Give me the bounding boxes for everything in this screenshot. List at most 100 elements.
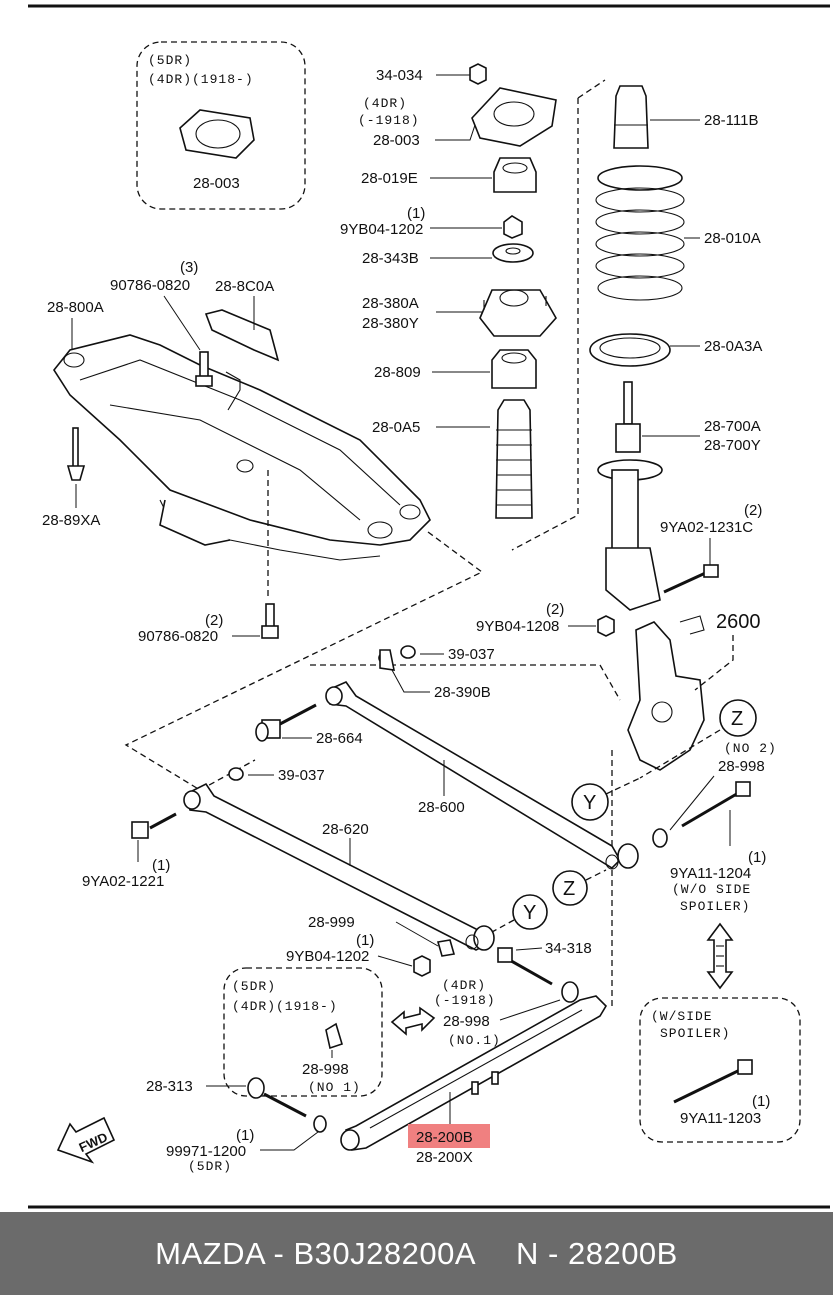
seat-28-0a3a (589, 333, 671, 367)
lateral-link-28-620: 39-037 28-620 (1) 9YA02-1221 (82, 767, 495, 951)
inset-bottom-note-line2: (4DR)(1918-) (232, 999, 338, 1014)
label-28-998-right: 28-998 (718, 758, 765, 775)
label-28-998-inset: 28-998 (302, 1061, 349, 1078)
label-28-0a3a: 28-0A3A (704, 338, 762, 355)
qty-9ya02-1221: (1) (152, 857, 170, 874)
shock-absorber-28-700a (597, 381, 663, 611)
label-9yb04-1202-low: 9YB04-1202 (286, 948, 369, 965)
note-wo-spoiler-line1: (W/O SIDE (672, 882, 751, 897)
double-arrow-horizontal (390, 1006, 436, 1036)
marker-z-top: Z (639, 699, 757, 779)
label-28-89xa: 28-89XA (42, 512, 100, 529)
nut-34-034 (469, 63, 487, 85)
label-28-019e: 28-019E (361, 170, 418, 187)
label-28-111b: 28-111B (704, 112, 759, 129)
inset-bottom-left: (5DR) (4DR)(1918-) 28-998 (NO 1) (223, 967, 383, 1097)
inset-bottom-note-line1: (5DR) (232, 979, 276, 994)
marker-z-bottom-letter: Z (563, 878, 575, 900)
label-28-380y: 28-380Y (362, 315, 419, 332)
bracket-28-8c0a (204, 309, 280, 362)
crossmember-body (53, 334, 431, 546)
inset-top-left: (5DR) (4DR)(1918-) 28-003 (136, 41, 306, 210)
lateral-link-28-600: 39-037 28-390B 28-600 28-664 (255, 645, 639, 870)
qty-99971-1200: (1) (236, 1127, 254, 1144)
washer-28-343b (492, 243, 534, 263)
label-28-003: 28-003 (373, 132, 420, 149)
label-39-037-top: 39-037 (448, 646, 495, 663)
label-9ya02-1231c: 9YA02-1231C (660, 519, 753, 536)
bracket-28-998-inset (325, 1022, 343, 1050)
label-28-999: 28-999 (308, 914, 355, 931)
qty-9ya11-1204: (1) (748, 849, 766, 866)
label-2600: 2600 (716, 611, 761, 633)
knuckle-2600: 2600 (627, 611, 761, 771)
note-no2: (NO 2) (724, 741, 777, 756)
note-w-spoiler-line2: SPOILER) (660, 1026, 730, 1041)
label-9ya02-1221: 9YA02-1221 (82, 873, 164, 890)
arm-frame-dashed (124, 531, 484, 791)
bolt-9ya11-1204 (681, 790, 741, 828)
label-34-034: 34-034 (376, 67, 423, 84)
qty-90786-0820-bottom: (2) (205, 612, 223, 629)
dust-boot-28-0a5 (495, 399, 533, 519)
note-4dr-line1: (4DR) (363, 96, 407, 111)
bracket-28-999 (436, 939, 456, 957)
label-39-037-mid: 39-037 (278, 767, 325, 784)
label-28-003-inset: 28-003 (193, 175, 240, 192)
label-28-800a: 28-800A (47, 299, 104, 316)
nut-9yb04-1202-low (413, 955, 431, 977)
diagram-canvas: (5DR) (4DR)(1918-) 28-003 34-034 (4DR) (… (28, 4, 830, 1209)
crossmember: 28-800A 28-8C0A (3) 90786-0820 28-89XA (… (42, 259, 431, 645)
footer-bar: MAZDA - B30J28200A N - 28200B (0, 1212, 833, 1295)
note-w-spoiler-line1: (W/SIDE (651, 1009, 713, 1024)
label-28-380a: 28-380A (362, 295, 419, 312)
fwd-arrow-icon: FWD (56, 1116, 116, 1164)
nut-9yb04-1208 (597, 615, 615, 637)
marker-y-top: Y (571, 777, 641, 821)
label-28-010a: 28-010A (704, 230, 761, 247)
inset-top-note-line1: (5DR) (148, 53, 192, 68)
bolt-9ya02-1231c (703, 564, 719, 578)
qty-9yb04-1202-low: (1) (356, 932, 374, 949)
bolt-9ya02-1221 (131, 821, 149, 839)
note-4dr-low-line1: (4DR) (442, 978, 486, 993)
nut-9yb04-1202 (503, 215, 523, 239)
label-28-700y: 28-700Y (704, 437, 761, 454)
label-28-390b: 28-390B (434, 684, 491, 701)
label-28-200b: 28-200B (416, 1129, 473, 1146)
label-28-200x: 28-200X (416, 1149, 473, 1166)
label-28-620: 28-620 (322, 821, 369, 838)
label-28-8c0a: 28-8C0A (215, 278, 274, 295)
label-28-0a5: 28-0A5 (372, 419, 420, 436)
washer-99971-1200 (313, 1115, 327, 1133)
label-28-600: 28-600 (418, 799, 465, 816)
label-90786-0820-bottom: 90786-0820 (138, 628, 218, 645)
bolt-28-89xa (72, 427, 79, 469)
marker-z-top-letter: Z (731, 708, 743, 730)
note-no1-inset: (NO 1) (308, 1080, 361, 1095)
marker-y-bottom-letter: Y (523, 902, 536, 924)
label-28-313: 28-313 (146, 1078, 193, 1095)
label-28-700a: 28-700A (704, 418, 761, 435)
highlight-28-200b (408, 1124, 490, 1148)
label-99971-1200: 99971-1200 (166, 1143, 246, 1160)
nut-39-037-mid (228, 767, 244, 781)
qty-9ya11-1203: (1) (752, 1093, 770, 1110)
qty-9yb04-1202-top: (1) (407, 205, 425, 222)
inset-side-spoiler: (W/SIDE SPOILER) (1) 9YA11-1203 (639, 997, 801, 1143)
bolt-34-318 (505, 956, 553, 986)
label-28-809: 28-809 (374, 364, 421, 381)
qty-90786-0820-top: (3) (180, 259, 198, 276)
label-28-343b: 28-343B (362, 250, 419, 267)
label-28-998-mid: 28-998 (443, 1013, 490, 1030)
label-28-664: 28-664 (316, 730, 363, 747)
note-no1-mid: (NO.1) (448, 1033, 501, 1048)
bump-stop-28-111b (613, 85, 649, 149)
mount-plate-28-003 (471, 87, 557, 147)
bolt-9ya11-1203 (673, 1066, 745, 1104)
washer-28-998-right (652, 828, 668, 848)
marker-y-top-letter: Y (583, 792, 596, 814)
label-9ya11-1203: 9YA11-1203 (680, 1110, 761, 1127)
mount-plate-inset (179, 109, 255, 159)
note-4dr-low-line2: (-1918) (434, 993, 496, 1008)
